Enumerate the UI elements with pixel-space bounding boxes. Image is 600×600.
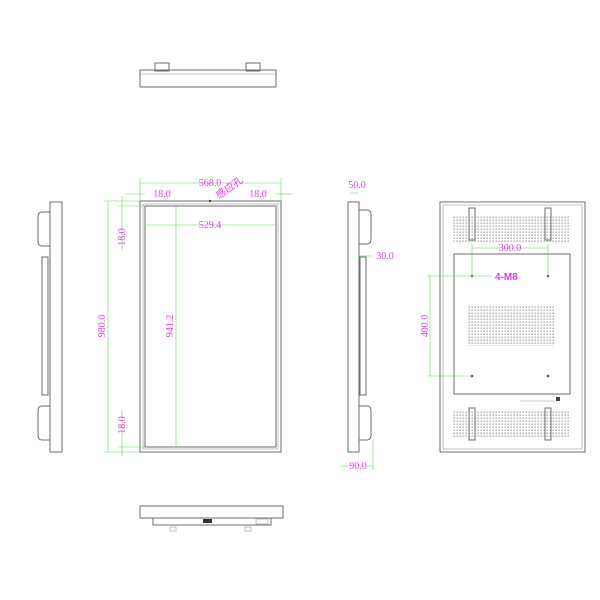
dim-overall-height: 980.0 (97, 315, 108, 338)
dim-vesa-vertical: 400.0 (420, 315, 431, 338)
right-side-view: 50.0 30.0 90.0 (342, 180, 394, 472)
dim-top-bezel: 18.0 (117, 228, 128, 246)
dim-left-bezel: 18.0 (153, 189, 171, 200)
screw-spec-label: 4-M8 (495, 272, 518, 283)
top-view (139, 62, 277, 88)
dim-right-bezel: 18.0 (249, 189, 267, 200)
front-view: 568.0 18.0 18.0 感应孔 529.4 980.0 941.2 18… (97, 174, 292, 456)
dim-bottom-bezel: 18.0 (117, 416, 128, 434)
dim-body-depth: 30.0 (376, 251, 394, 262)
dim-screen-width: 529.4 (199, 220, 222, 231)
back-view: 300.0 4-M8 400.0 (420, 201, 586, 453)
left-side-view (37, 201, 63, 453)
dim-bezel-depth: 50.0 (348, 180, 366, 191)
dim-overall-width: 568.0 (199, 178, 222, 189)
dim-total-depth: 90.0 (349, 461, 367, 472)
dim-screen-height: 941.2 (165, 315, 176, 338)
bottom-view (139, 505, 284, 532)
dim-vesa-horizontal: 300.0 (499, 243, 522, 254)
